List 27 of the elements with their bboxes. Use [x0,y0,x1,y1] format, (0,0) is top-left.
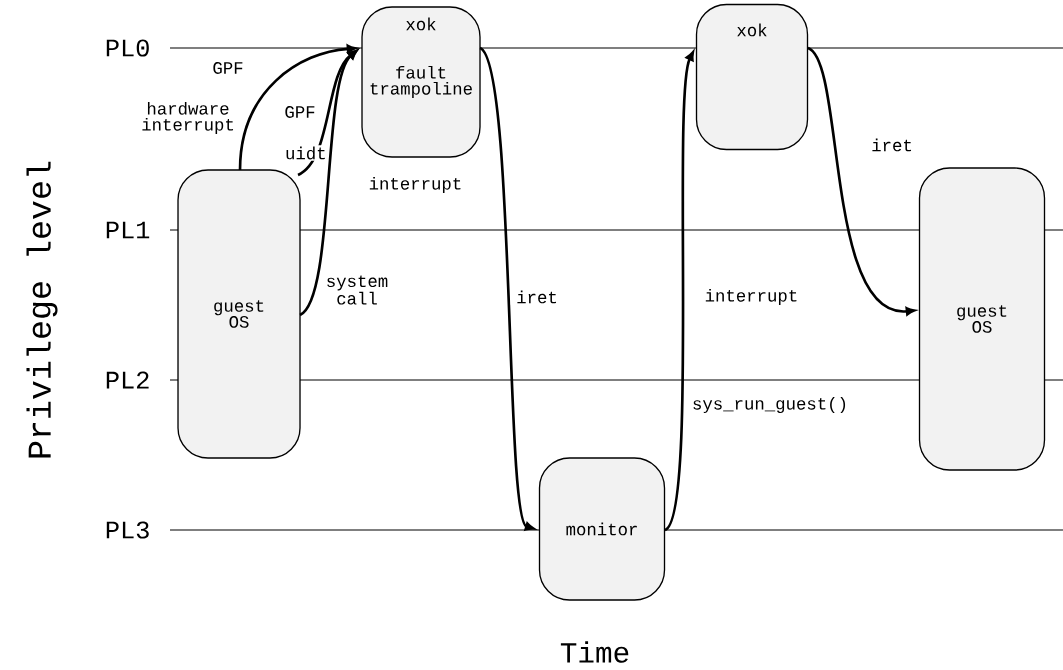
edge-label: sys_run_guest() [688,395,852,415]
transition-label: GPF [285,106,315,118]
transition-label: GPF [213,62,243,74]
edge-label: uidt [283,145,327,161]
level-label: PL0 [106,39,149,57]
transition-label: interrupt [705,288,797,306]
box-text: monitor [566,522,637,536]
box-text: xok [737,23,767,37]
arrow [238,44,357,171]
edge-label: hardware interrupt [139,100,237,136]
transition-label: interrupt [369,176,461,194]
arrow [663,51,695,531]
level-label: PL2 [106,371,149,389]
box-text: fault trampoline [370,65,472,99]
level-label: PL1 [106,221,150,239]
arrow [807,47,916,316]
box-text: guest OS [957,305,1007,333]
axis-label: Time [560,641,629,663]
edge-label: system call [320,274,394,306]
edge-label: iret [510,289,564,305]
box-text: xok [406,17,436,31]
level-label: PL3 [106,521,149,539]
axis-label: Privilege level [26,161,58,458]
edge-label: iret [865,137,919,153]
arrow [299,50,358,316]
arrow [478,47,535,531]
box-text: guest OS [214,300,264,328]
